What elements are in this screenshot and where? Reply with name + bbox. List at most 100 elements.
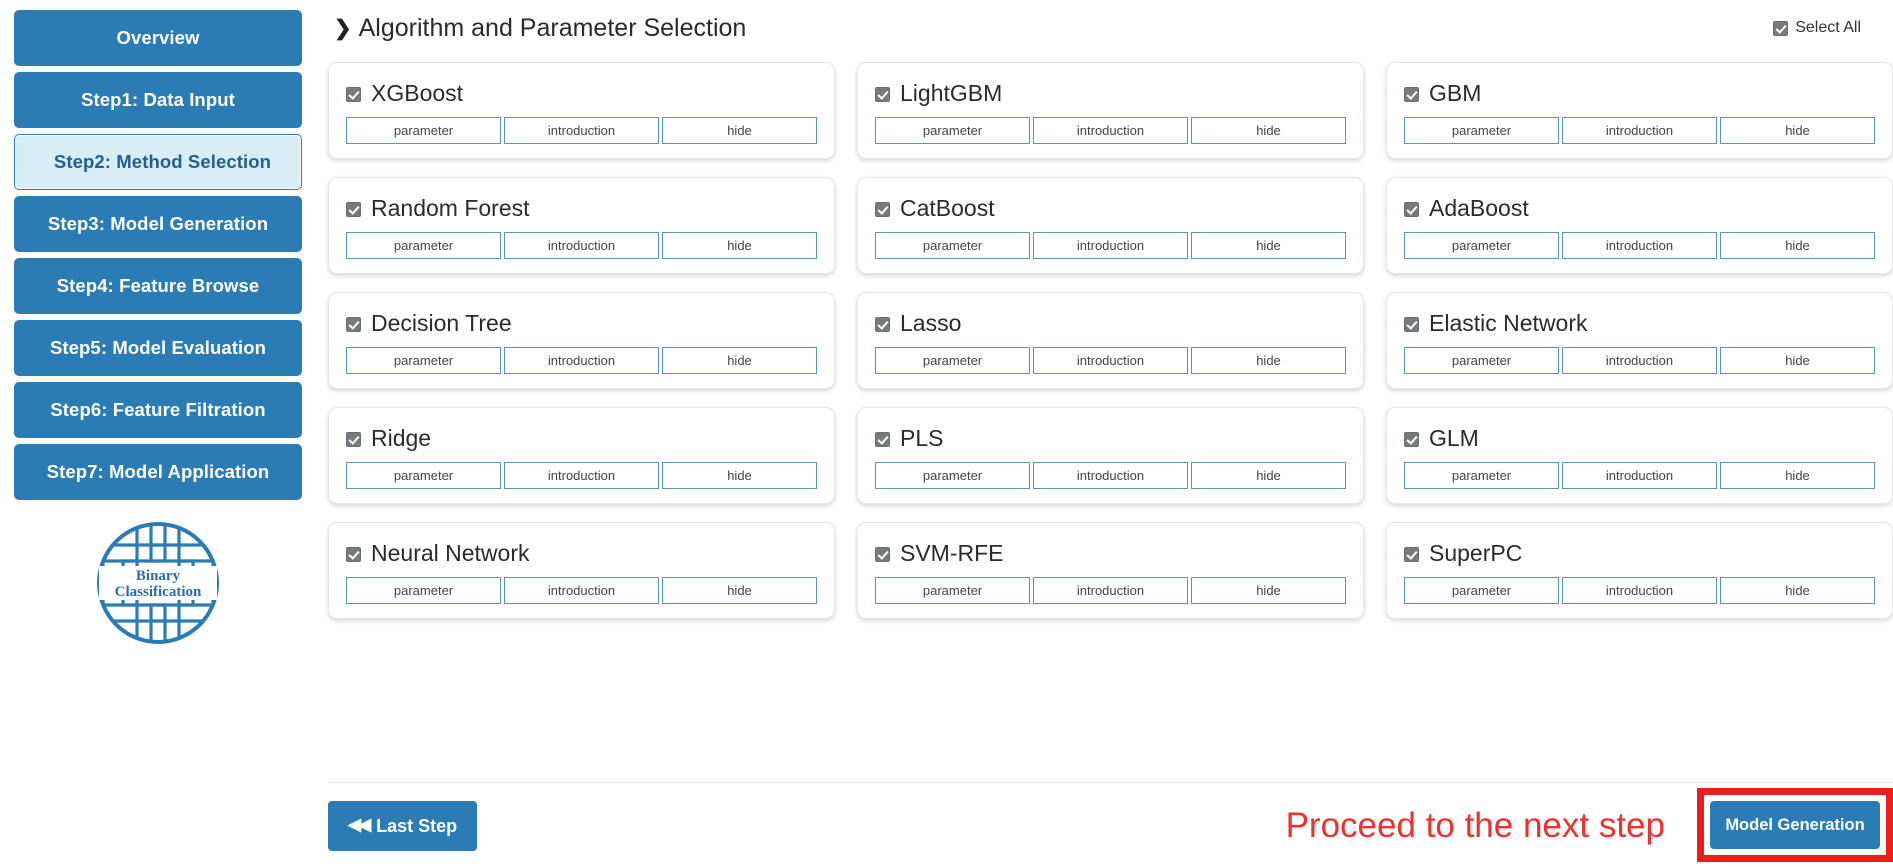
hide-button[interactable]: hide — [662, 577, 817, 604]
parameter-button[interactable]: parameter — [1404, 232, 1559, 259]
introduction-button[interactable]: introduction — [1033, 462, 1188, 489]
introduction-button[interactable]: introduction — [1562, 117, 1717, 144]
sidebar-item-step2-method-selection[interactable]: Step2: Method Selection — [14, 134, 302, 190]
hide-button[interactable]: hide — [1191, 577, 1346, 604]
algorithm-checkbox-icon[interactable] — [346, 316, 361, 332]
sidebar-item-overview[interactable]: Overview — [14, 10, 302, 66]
algorithm-checkbox-icon[interactable] — [1404, 86, 1419, 102]
hide-button[interactable]: hide — [1720, 347, 1875, 374]
introduction-button[interactable]: introduction — [504, 117, 659, 144]
algorithm-checkbox-icon[interactable] — [346, 201, 361, 217]
algorithm-card-header: GBM — [1404, 76, 1875, 110]
hide-button[interactable]: hide — [1720, 232, 1875, 259]
introduction-button[interactable]: introduction — [1562, 462, 1717, 489]
hide-button[interactable]: hide — [662, 117, 817, 144]
sidebar-item-step4-feature-browse[interactable]: Step4: Feature Browse — [14, 258, 302, 314]
algorithm-checkbox-icon[interactable] — [1404, 546, 1419, 562]
parameter-button[interactable]: parameter — [1404, 117, 1559, 144]
introduction-button[interactable]: introduction — [504, 462, 659, 489]
introduction-button[interactable]: introduction — [1562, 232, 1717, 259]
parameter-button[interactable]: parameter — [875, 347, 1030, 374]
parameter-button[interactable]: parameter — [346, 577, 501, 604]
algorithm-name: Elastic Network — [1429, 309, 1588, 336]
binary-classification-logo-icon: Binary Classification — [89, 514, 227, 652]
parameter-button[interactable]: parameter — [346, 232, 501, 259]
parameter-button[interactable]: parameter — [1404, 577, 1559, 604]
parameter-button[interactable]: parameter — [875, 462, 1030, 489]
introduction-button[interactable]: introduction — [1033, 577, 1188, 604]
parameter-button[interactable]: parameter — [346, 347, 501, 374]
sidebar-item-label: Overview — [116, 27, 200, 48]
algorithm-checkbox-icon[interactable] — [1404, 431, 1419, 447]
parameter-button[interactable]: parameter — [875, 117, 1030, 144]
hide-button[interactable]: hide — [1191, 347, 1346, 374]
parameter-button[interactable]: parameter — [346, 117, 501, 144]
hide-button[interactable]: hide — [662, 232, 817, 259]
algorithm-card-header: SVM-RFE — [875, 536, 1346, 570]
hide-button[interactable]: hide — [662, 347, 817, 374]
algorithm-checkbox-icon[interactable] — [346, 86, 361, 102]
sidebar-item-step6-feature-filtration[interactable]: Step6: Feature Filtration — [14, 382, 302, 438]
hide-button[interactable]: hide — [1720, 577, 1875, 604]
chevron-right-icon: ❯ — [334, 17, 352, 40]
algorithm-checkbox-icon[interactable] — [875, 201, 890, 217]
parameter-button[interactable]: parameter — [875, 232, 1030, 259]
parameter-button[interactable]: parameter — [1404, 347, 1559, 374]
hide-button[interactable]: hide — [1191, 462, 1346, 489]
select-all-control[interactable]: Select All — [1773, 19, 1861, 37]
model-generation-button[interactable]: Model Generation — [1710, 801, 1880, 849]
parameter-button[interactable]: parameter — [1404, 462, 1559, 489]
algorithm-checkbox-icon[interactable] — [875, 431, 890, 447]
sidebar-item-step3-model-generation[interactable]: Step3: Model Generation — [14, 196, 302, 252]
introduction-button[interactable]: introduction — [1033, 347, 1188, 374]
algorithm-checkbox-icon[interactable] — [346, 546, 361, 562]
sidebar-item-step5-model-evaluation[interactable]: Step5: Model Evaluation — [14, 320, 302, 376]
introduction-button[interactable]: introduction — [504, 347, 659, 374]
algorithm-checkbox-icon[interactable] — [875, 316, 890, 332]
parameter-button[interactable]: parameter — [346, 462, 501, 489]
sidebar-item-step1-data-input[interactable]: Step1: Data Input — [14, 72, 302, 128]
introduction-button[interactable]: introduction — [504, 232, 659, 259]
algorithm-name: GLM — [1429, 424, 1479, 451]
logo-container: Binary Classification — [14, 514, 302, 652]
algorithm-card-header: Random Forest — [346, 191, 817, 225]
algorithm-card-header: CatBoost — [875, 191, 1346, 225]
last-step-button[interactable]: ◀◀ Last Step — [328, 801, 478, 851]
hide-button[interactable]: hide — [662, 462, 817, 489]
introduction-button[interactable]: introduction — [1562, 577, 1717, 604]
algorithm-checkbox-icon[interactable] — [875, 546, 890, 562]
algorithm-checkbox-icon[interactable] — [1404, 201, 1419, 217]
hide-button[interactable]: hide — [1191, 232, 1346, 259]
algorithm-checkbox-icon[interactable] — [1404, 316, 1419, 332]
parameter-button[interactable]: parameter — [875, 577, 1030, 604]
introduction-button[interactable]: introduction — [1033, 232, 1188, 259]
introduction-button[interactable]: introduction — [504, 577, 659, 604]
algorithm-name: Neural Network — [371, 539, 530, 566]
hide-button[interactable]: hide — [1720, 117, 1875, 144]
select-all-checkbox-icon[interactable] — [1773, 20, 1789, 36]
hide-button[interactable]: hide — [1191, 117, 1346, 144]
algorithm-checkbox-icon[interactable] — [875, 86, 890, 102]
algorithm-checkbox-icon[interactable] — [346, 431, 361, 447]
hide-button[interactable]: hide — [1720, 462, 1875, 489]
sidebar-item-step7-model-application[interactable]: Step7: Model Application — [14, 444, 302, 500]
introduction-button[interactable]: introduction — [1033, 117, 1188, 144]
introduction-button[interactable]: introduction — [1562, 347, 1717, 374]
